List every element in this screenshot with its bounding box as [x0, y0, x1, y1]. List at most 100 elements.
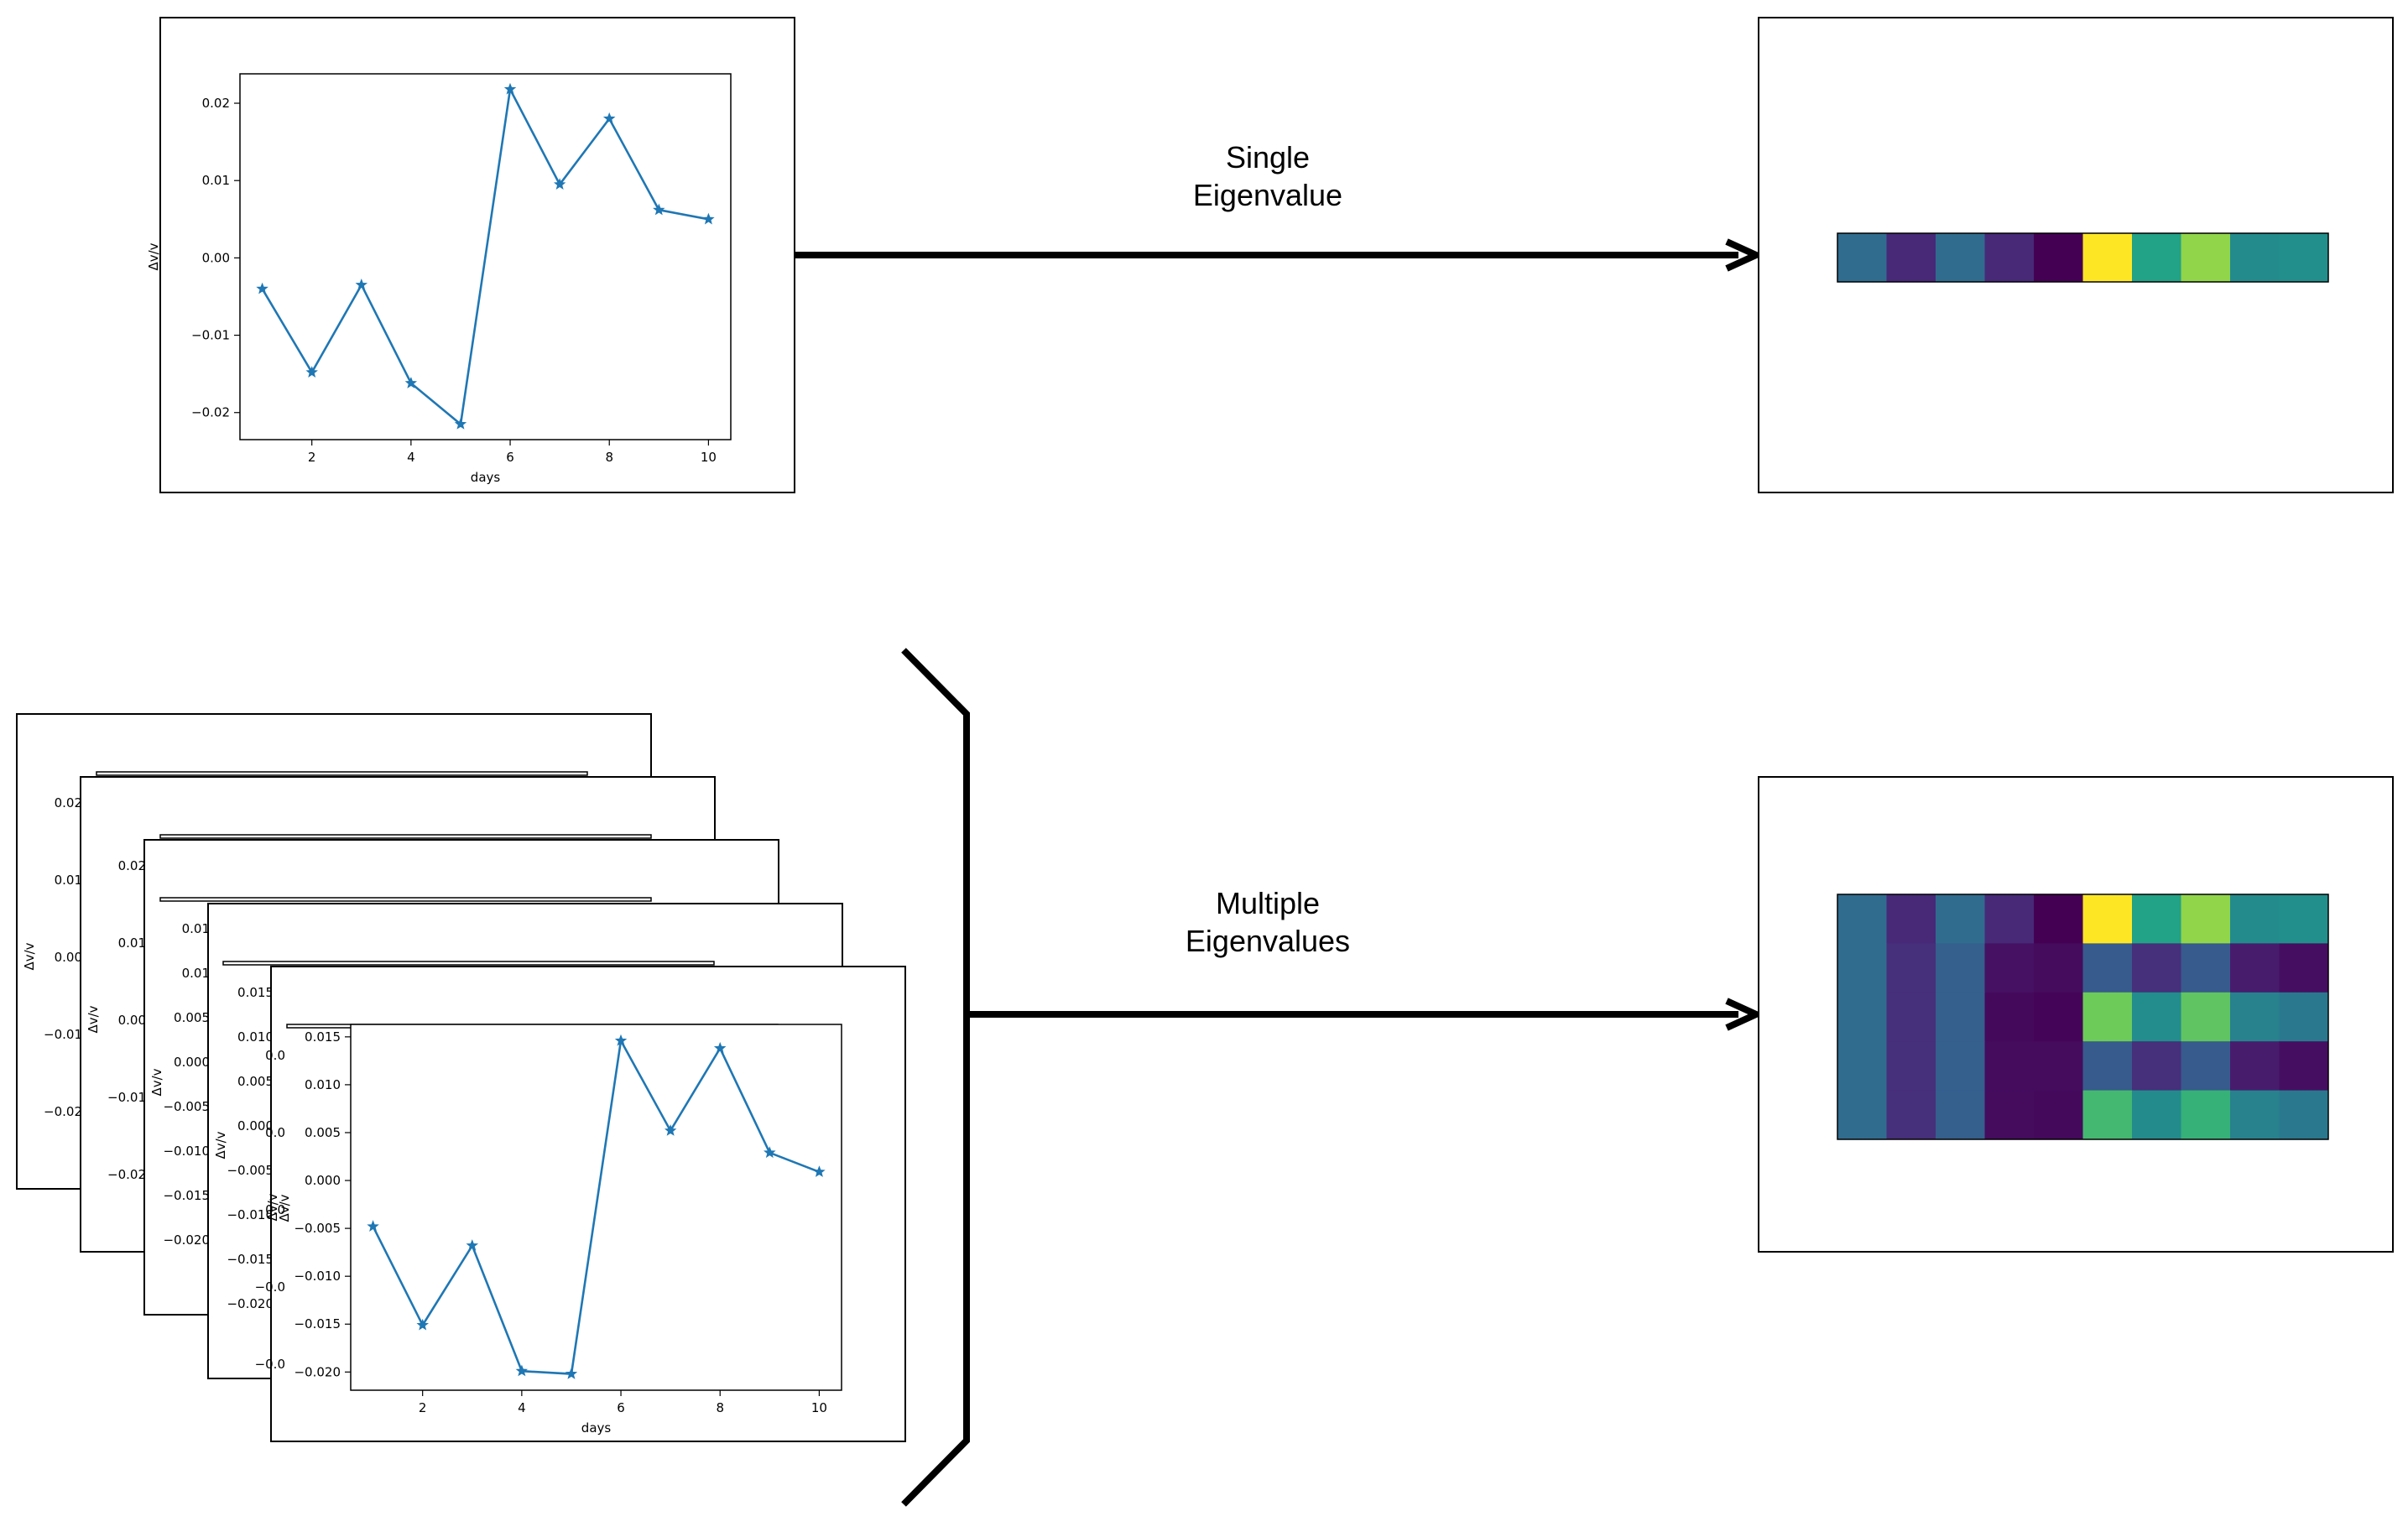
fragment-tick-label: −0.015	[163, 1188, 210, 1203]
fragment-tick-label: 0.000	[174, 1055, 210, 1070]
fragment-tick-label: −0.015	[227, 1252, 274, 1267]
heatmap-border	[1837, 894, 2329, 1140]
y-tick-label: 0.01	[202, 173, 230, 188]
y-tick-label: −0.015	[294, 1316, 341, 1331]
data-point	[454, 418, 467, 430]
single-caption-line1: Single	[1226, 140, 1310, 175]
heatmap-cell	[1984, 1090, 2035, 1140]
data-point	[614, 1034, 628, 1046]
heatmap-cell	[2132, 992, 2181, 1042]
y-tick-label: 0.010	[305, 1077, 341, 1092]
fragment-tick-label: −0.005	[227, 1163, 274, 1178]
x-tick-label: 10	[811, 1400, 827, 1415]
x-axis-label: days	[581, 1420, 612, 1436]
heatmap-cell	[2034, 894, 2083, 944]
y-tick-label: 0.015	[305, 1029, 341, 1045]
layer-3-ylabel: Δv/v	[149, 1068, 164, 1096]
heatmap-cell	[2279, 992, 2329, 1042]
heatmap-cell	[1886, 1041, 1936, 1092]
data-point	[256, 282, 268, 294]
x-axis-label: days	[471, 470, 501, 485]
data-point	[713, 1041, 727, 1054]
heatmap-cell	[2082, 233, 2133, 283]
fragment-tick-label: −0.0	[255, 1357, 285, 1372]
heatmap-border	[1837, 232, 2329, 283]
data-point	[466, 1239, 479, 1251]
data-point	[305, 366, 318, 378]
heatmap-cell	[1984, 943, 2035, 993]
data-point	[565, 1368, 578, 1379]
heatmap-cell	[2230, 233, 2280, 283]
data-point	[416, 1318, 429, 1331]
fragment-tick-label: −0.02	[107, 1167, 146, 1182]
data-point	[764, 1146, 776, 1159]
data-point	[355, 278, 368, 290]
layer-5-ylabel: Δv/v	[277, 1194, 292, 1222]
y-tick-label: 0.02	[202, 96, 230, 111]
data-point	[702, 212, 715, 225]
heatmap-cell	[1886, 1090, 1936, 1140]
heatmap-cell	[2082, 894, 2133, 944]
data-point	[653, 203, 665, 216]
y-axis-label: Δv/v	[146, 242, 161, 270]
fragment-tick-label: 0.010	[237, 1029, 274, 1045]
heatmap-cell	[2034, 1041, 2083, 1092]
heatmap-cell	[2132, 1090, 2181, 1140]
y-tick-label: 0.005	[305, 1125, 341, 1140]
single-arrow-head	[1725, 238, 1764, 272]
fragment-tick-label: 0.015	[237, 985, 274, 1000]
x-tick-label: 2	[419, 1400, 427, 1415]
heatmap-cell	[1886, 943, 1936, 993]
heatmap-cell	[2034, 233, 2083, 283]
x-tick-label: 8	[605, 450, 613, 465]
heatmap-cell	[2279, 894, 2329, 944]
fragment-tick-label: 0.0	[265, 1048, 285, 1063]
heatmap-cell	[1984, 233, 2035, 283]
heatmap-cell	[1837, 233, 1887, 283]
heatmap-cell	[2230, 943, 2280, 993]
y-tick-label: −0.005	[294, 1221, 341, 1236]
heatmap-cell	[2132, 943, 2181, 993]
fragment-tick-label: −0.02	[44, 1104, 82, 1119]
heatmap-cell	[1936, 1041, 1985, 1092]
multiple-arrow-head	[1725, 998, 1764, 1031]
layer-5-ytick-labels: 0.00.00.0−0.0−0.0	[255, 1048, 285, 1372]
fragment-tick-label: −0.005	[163, 1099, 210, 1114]
fragment-tick-label: −0.010	[163, 1144, 210, 1159]
heatmap-cell	[2082, 992, 2133, 1042]
heatmap-cell	[1936, 992, 1985, 1042]
x-tick-label: 4	[407, 450, 415, 465]
y-axis-label: Δv/v	[265, 1193, 280, 1221]
fragment-tick-label: 0.00	[55, 950, 82, 965]
heatmap-cell	[2132, 233, 2181, 283]
layer-4-ytick-labels: 0.0150.0100.0050.000−0.005−0.010−0.015−0…	[227, 985, 274, 1311]
fragment-tick-label: −0.010	[227, 1207, 274, 1222]
x-tick-label: 10	[701, 450, 717, 465]
multiple-caption-line2: Eigenvalues	[1186, 924, 1350, 958]
heatmap-cell	[2279, 1090, 2329, 1140]
heatmap-cell	[2082, 1041, 2133, 1092]
x-tick-label: 4	[518, 1400, 526, 1415]
fragment-tick-label: 0.005	[237, 1074, 274, 1089]
fragment-tick-label: −0.01	[44, 1027, 82, 1042]
y-tick-label: −0.02	[191, 405, 230, 420]
fragment-tick-label: −0.020	[163, 1232, 210, 1248]
heatmap-cell	[1984, 894, 2035, 944]
heatmap-cell	[1936, 1090, 1985, 1140]
data-point	[602, 112, 616, 124]
y-tick-label: 0.00	[202, 250, 230, 265]
layer-3-ytick-labels: 0.010.010.0050.000−0.005−0.010−0.015−0.0…	[163, 921, 210, 1248]
heatmap-cell	[1936, 943, 1985, 993]
fragment-tick-label: 0.01	[118, 935, 146, 951]
x-tick-label: 8	[716, 1400, 724, 1415]
layer-2-ytick-labels: 0.020.010.00−0.01−0.02	[107, 858, 146, 1182]
y-tick-label: −0.010	[294, 1269, 341, 1284]
heatmap-cell	[1984, 992, 2035, 1042]
data-point	[404, 377, 418, 388]
fragment-tick-label: −0.020	[227, 1296, 274, 1311]
heatmap-cell	[1837, 992, 1887, 1042]
grouping-bracket	[901, 648, 970, 1507]
y-tick-label: 0.000	[305, 1173, 341, 1188]
